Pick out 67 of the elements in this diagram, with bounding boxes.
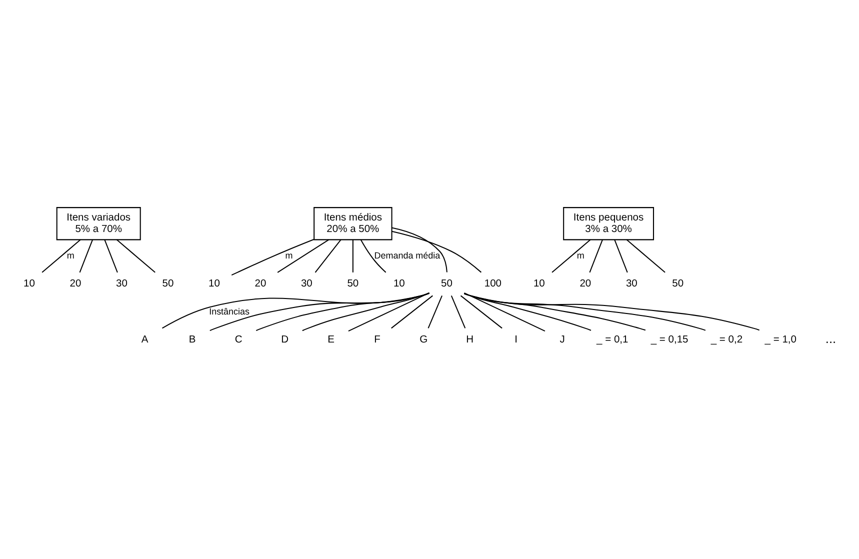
connector (390, 295, 432, 329)
edge-label: m (284, 250, 292, 260)
edge-label: Instâncias (208, 306, 250, 316)
connector (352, 240, 353, 272)
node-text: _ = 1,0 (764, 334, 796, 346)
node-text: 50 (346, 278, 358, 290)
node-box: Itens médios 20% a 50% (313, 207, 392, 240)
connector (116, 239, 155, 273)
connector (78, 240, 92, 273)
node-text: 50 (672, 278, 684, 290)
connector (463, 293, 706, 331)
node-text: 30 (116, 278, 127, 290)
node-text: J (559, 334, 564, 346)
connector (427, 295, 442, 328)
node-text: 10 (532, 278, 544, 290)
connector (464, 292, 591, 331)
connector (230, 238, 314, 276)
node-text: D (280, 334, 288, 346)
node-text: 50 (440, 278, 452, 290)
node-text: 10 (23, 278, 34, 290)
connector (464, 292, 545, 332)
edge-label: Demanda média (374, 250, 440, 260)
connector (41, 239, 80, 273)
edge-label: m (66, 250, 74, 260)
connector (302, 292, 429, 332)
node-text: 20 (69, 278, 81, 290)
connector (588, 240, 602, 273)
connector (348, 292, 429, 332)
node-text: G (419, 334, 428, 346)
node-text: 30 (300, 278, 312, 290)
node-text: _ = 0,15 (650, 334, 688, 346)
connector (463, 293, 646, 331)
node-text: F (374, 334, 380, 346)
node-text: A (140, 334, 148, 346)
node-text: _ = 0,2 (710, 334, 742, 346)
node-text: _ = 0,1 (596, 334, 628, 346)
node-text: E (327, 334, 334, 346)
node-text: 100 (484, 278, 502, 290)
node-text: 50 (162, 278, 174, 290)
node-text: H (466, 334, 474, 346)
connector (614, 240, 628, 273)
node-text: 30 (625, 278, 637, 290)
connector (104, 240, 118, 273)
connector (551, 239, 590, 273)
connector (391, 227, 447, 272)
connector (276, 239, 328, 273)
connector (255, 292, 429, 332)
connector (360, 239, 386, 273)
edge-label: m (576, 250, 584, 260)
node-text: 20 (254, 278, 266, 290)
connector (162, 292, 429, 329)
connector (460, 295, 502, 329)
label: ... (824, 331, 836, 346)
node-text: I (514, 334, 517, 346)
node-text: B (188, 334, 196, 346)
connector (209, 292, 430, 332)
connector (463, 293, 759, 331)
connector (314, 239, 341, 273)
node-text: 10 (392, 278, 404, 290)
node-box: Itens variados 5% a 70% (56, 207, 140, 240)
connector (450, 295, 466, 328)
node-text: 10 (208, 278, 220, 290)
connector (391, 230, 482, 273)
node-text: 20 (579, 278, 591, 290)
node-text: C (234, 334, 242, 346)
node-box: Itens pequenos 3% a 30% (562, 207, 654, 240)
connector (626, 239, 665, 273)
